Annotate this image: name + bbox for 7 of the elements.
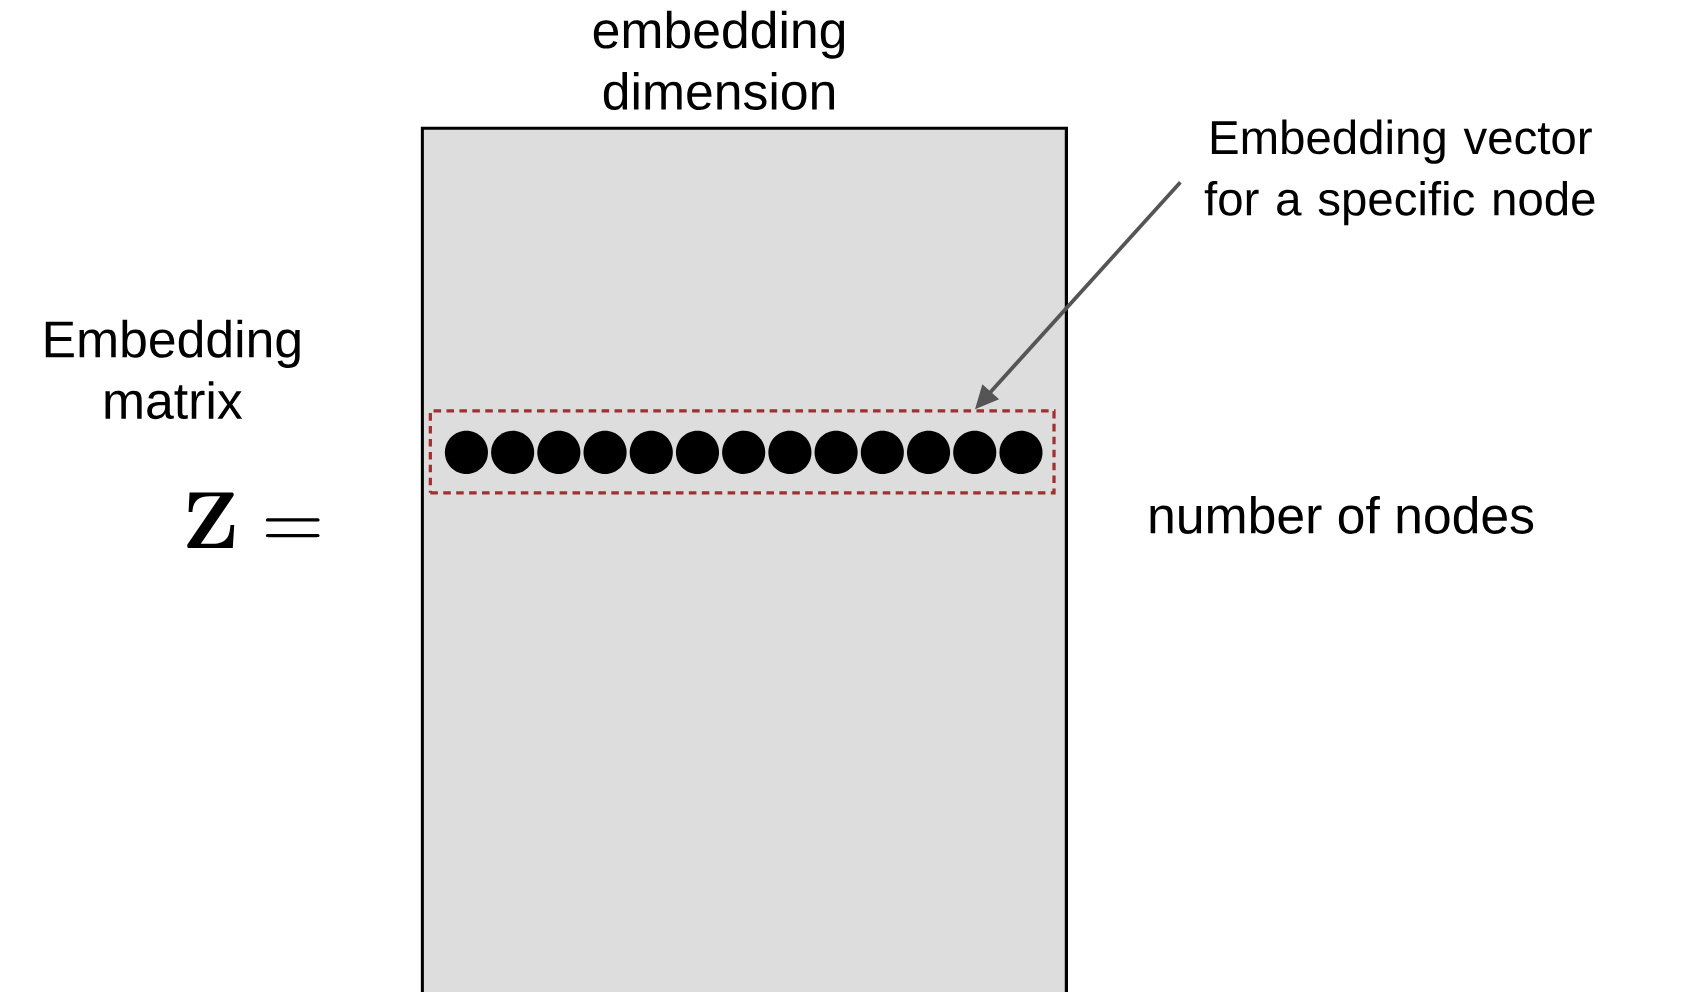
axis-label: number of nodes xyxy=(1150,495,1534,534)
axis-label: embedding dimension xyxy=(593,10,845,110)
leader-text: Embedding vector for a specific node xyxy=(1204,119,1595,226)
matrix-box xyxy=(420,126,1069,992)
dashed-box xyxy=(428,409,1056,495)
matrix-symbol: $\mathbf{Z} =$ xyxy=(187,492,320,548)
row-label: Embedding matrix xyxy=(45,319,300,420)
